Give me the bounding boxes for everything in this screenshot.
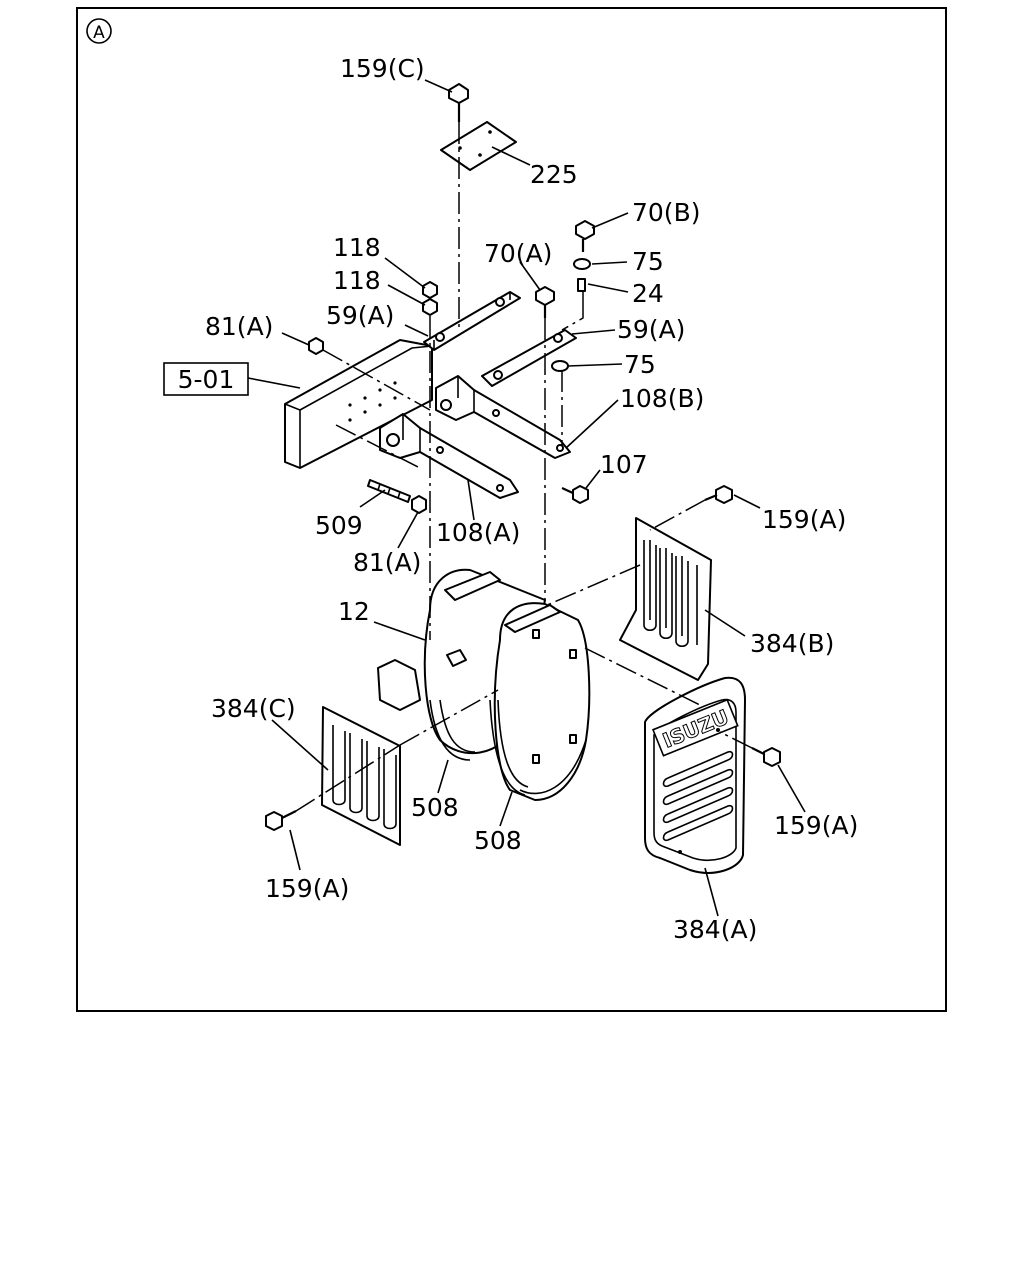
nut-118-lower xyxy=(422,298,438,316)
guard-384a: ISUZU xyxy=(644,676,746,874)
label-12: 12 xyxy=(338,597,370,626)
leader-lines xyxy=(271,79,806,917)
bracket-59a-right xyxy=(481,329,577,387)
label-107: 107 xyxy=(600,450,648,479)
bracket-59a-left xyxy=(423,291,521,351)
stud-509 xyxy=(367,479,411,503)
bolt-107 xyxy=(561,485,589,504)
view-marker: A xyxy=(86,18,112,44)
label-225: 225 xyxy=(530,160,578,189)
label-24: 24 xyxy=(632,279,664,308)
label-59a-left: 59(A) xyxy=(326,301,394,330)
label-159a-lower-right: 159(A) xyxy=(774,811,858,840)
label-508-left: 508 xyxy=(411,793,459,822)
svg-text:5-01: 5-01 xyxy=(178,365,235,394)
bolt-159c xyxy=(448,83,469,122)
bracket-108b xyxy=(435,375,571,459)
label-70a: 70(A) xyxy=(484,239,552,268)
label-118-lower: 118 xyxy=(333,266,381,295)
guard-384b xyxy=(619,517,712,681)
bolt-70b xyxy=(575,220,595,252)
label-81a-top: 81(A) xyxy=(205,312,273,341)
label-159c: 159(C) xyxy=(340,54,425,83)
label-384a: 384(A) xyxy=(673,915,757,944)
label-159a-upper-right: 159(A) xyxy=(762,505,846,534)
bolt-159a-left xyxy=(265,810,297,831)
frame-rail xyxy=(284,339,433,469)
nut-81a-top xyxy=(308,337,324,355)
bolt-159a-upper-right xyxy=(704,485,733,504)
label-75-upper: 75 xyxy=(632,247,664,276)
label-81a-bottom: 81(A) xyxy=(353,548,421,577)
label-118-upper: 118 xyxy=(333,233,381,262)
bolt-159a-lower-right xyxy=(751,747,781,767)
label-159a-left: 159(A) xyxy=(265,874,349,903)
label-108a: 108(A) xyxy=(436,518,520,547)
guard-384c xyxy=(321,706,401,846)
nut-118-upper xyxy=(422,281,438,299)
label-108b: 108(B) xyxy=(620,384,704,413)
bolt-70a xyxy=(535,286,555,318)
reference-box-5-01[interactable]: 5-01 xyxy=(163,362,249,396)
label-384c: 384(C) xyxy=(211,694,296,723)
nut-81a-bottom xyxy=(411,495,427,514)
label-59a-right: 59(A) xyxy=(617,315,685,344)
washer-75-upper xyxy=(573,258,591,270)
bracket-108a xyxy=(379,413,519,499)
label-508-right: 508 xyxy=(474,826,522,855)
washer-75-lower xyxy=(551,360,569,372)
label-70b: 70(B) xyxy=(632,198,700,227)
svg-text:A: A xyxy=(93,23,105,43)
label-509: 509 xyxy=(315,511,363,540)
tank-12 xyxy=(377,568,591,801)
diagram-frame xyxy=(76,7,947,1012)
label-75-lower: 75 xyxy=(624,350,656,379)
sleeve-24 xyxy=(577,278,586,292)
label-384b: 384(B) xyxy=(750,629,834,658)
plate-225 xyxy=(440,121,517,171)
